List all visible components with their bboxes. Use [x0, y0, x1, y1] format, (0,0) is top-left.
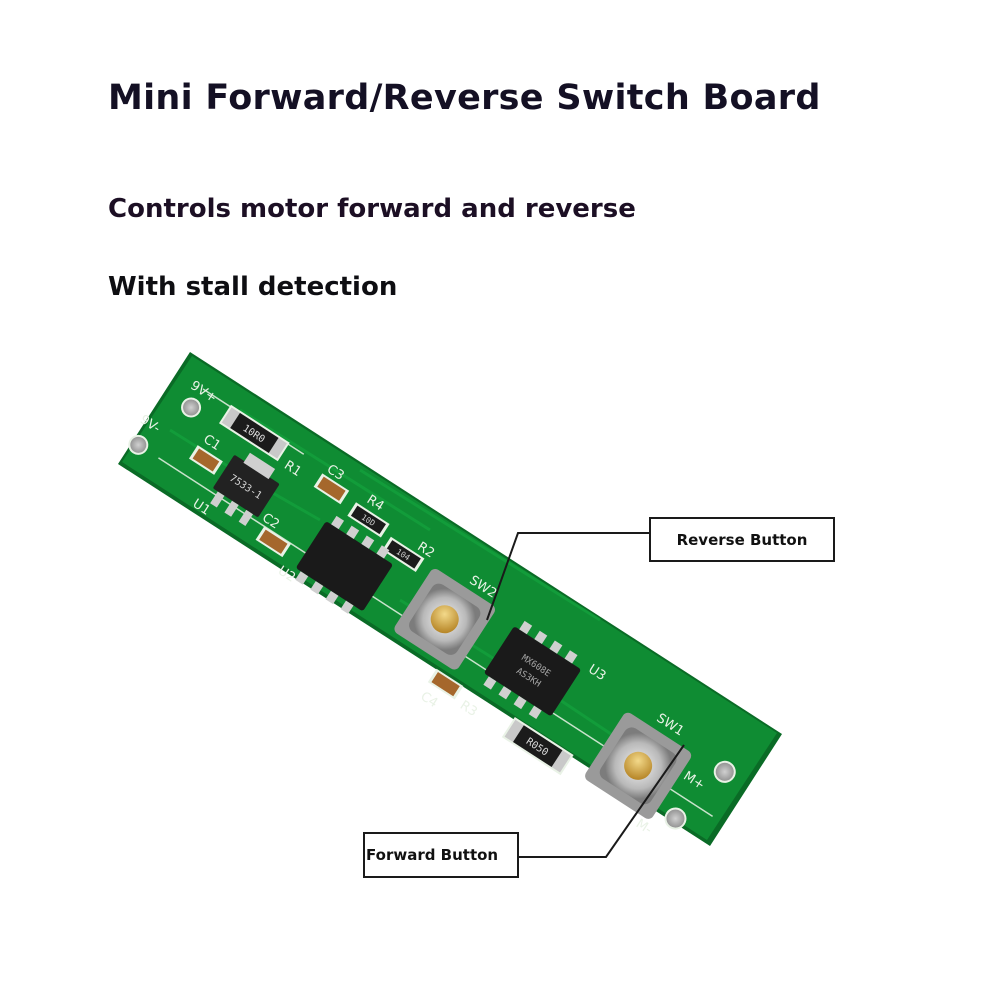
subtitle-stall-detection: With stall detection [108, 272, 398, 302]
ic-u2 [295, 515, 393, 614]
capacitor-c2 [255, 526, 292, 558]
resistor-r2: 104 [382, 536, 425, 572]
callout-leaders [486, 532, 685, 858]
page-title: Mini Forward/Reverse Switch Board [108, 78, 821, 118]
pad-motor-minus [664, 807, 687, 830]
resistor-r1: 10R0 [219, 404, 290, 462]
regulator-u1: 7533-1 [210, 452, 279, 527]
resistor-r4: 10D [347, 502, 390, 538]
svg-text:M-: M- [633, 817, 655, 838]
capacitor-c4 [427, 668, 464, 700]
reverse-button-label: Reverse Button [676, 530, 808, 549]
reverse-button-cap[interactable] [425, 600, 464, 639]
forward-button-cap[interactable] [619, 746, 658, 785]
capacitor-c3 [313, 473, 350, 505]
capacitor-c1 [188, 445, 223, 475]
subtitle-motor-control: Controls motor forward and reverse [108, 194, 636, 224]
reverse-button-callout: Reverse Button [649, 517, 835, 562]
forward-button-label: Forward Button [366, 846, 499, 864]
svg-text:R3: R3 [457, 698, 480, 720]
svg-text:C4: C4 [418, 689, 441, 711]
ic-u3: MX608E AS3KH [483, 620, 581, 719]
pad-9v-minus [128, 434, 149, 455]
resistor-r3: R050 [501, 717, 574, 776]
forward-button-callout: Forward Button [363, 832, 519, 878]
pad-motor-plus [713, 760, 736, 783]
reverse-leader-line [486, 532, 649, 621]
forward-leader-line [519, 744, 685, 858]
pad-9v-plus [181, 397, 202, 418]
reverse-button[interactable] [392, 567, 497, 672]
